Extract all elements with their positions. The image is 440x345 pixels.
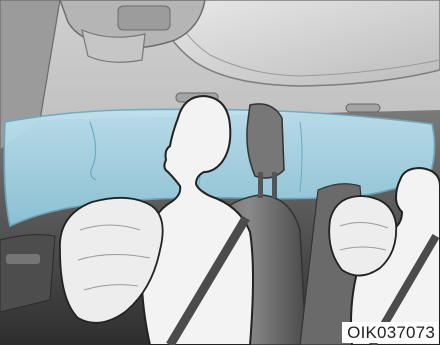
- headrest-post: [258, 172, 263, 198]
- door-panel: [0, 235, 55, 312]
- figure-code-label: OIK037073: [342, 322, 438, 343]
- grab-handle-rear: [346, 104, 380, 112]
- headrest-post: [272, 172, 277, 198]
- map-light: [118, 6, 170, 30]
- door-handle: [6, 254, 40, 264]
- front-headrest: [247, 104, 284, 178]
